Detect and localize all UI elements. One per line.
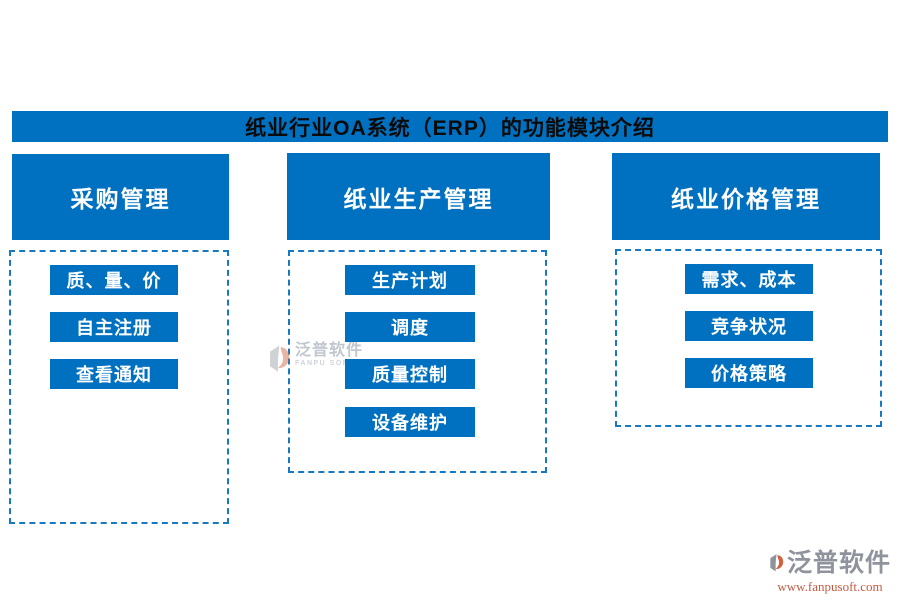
column-header-price: 纸业价格管理	[612, 153, 880, 240]
module-item: 价格策略	[685, 358, 813, 388]
module-item: 设备维护	[345, 407, 475, 437]
fanpu-logo-icon	[770, 554, 784, 572]
footer-logo-row: 泛普软件	[769, 547, 891, 579]
module-item: 质、量、价	[50, 265, 178, 295]
module-item: 竞争状况	[685, 311, 813, 341]
module-item: 质量控制	[345, 359, 475, 389]
column-header-label: 纸业生产管理	[343, 185, 494, 212]
module-item: 生产计划	[345, 265, 475, 295]
column-header-label: 纸业价格管理	[671, 185, 821, 212]
column-box-price: 需求、成本 竞争状况 价格策略	[615, 249, 882, 427]
footer-logo-url: www.fanpusoft.com	[777, 579, 883, 594]
module-item: 查看通知	[50, 359, 178, 389]
page-title: 纸业行业OA系统（ERP）的功能模块介绍	[245, 116, 655, 140]
column-header-label: 采购管理	[70, 186, 171, 212]
footer-logo-name: 泛普软件	[786, 549, 891, 577]
module-item: 调度	[345, 312, 475, 342]
module-item: 自主注册	[50, 312, 178, 342]
title-banner: 纸业行业OA系统（ERP）的功能模块介绍	[12, 111, 888, 142]
column-header-production: 纸业生产管理	[287, 153, 550, 240]
footer-logo: 泛普软件 www.fanpusoft.com	[769, 547, 891, 593]
column-box-production: 生产计划 调度 质量控制 设备维护	[288, 250, 547, 473]
module-item: 需求、成本	[685, 264, 813, 294]
column-box-procurement: 质、量、价 自主注册 查看通知	[9, 250, 229, 524]
column-header-procurement: 采购管理	[12, 154, 229, 240]
